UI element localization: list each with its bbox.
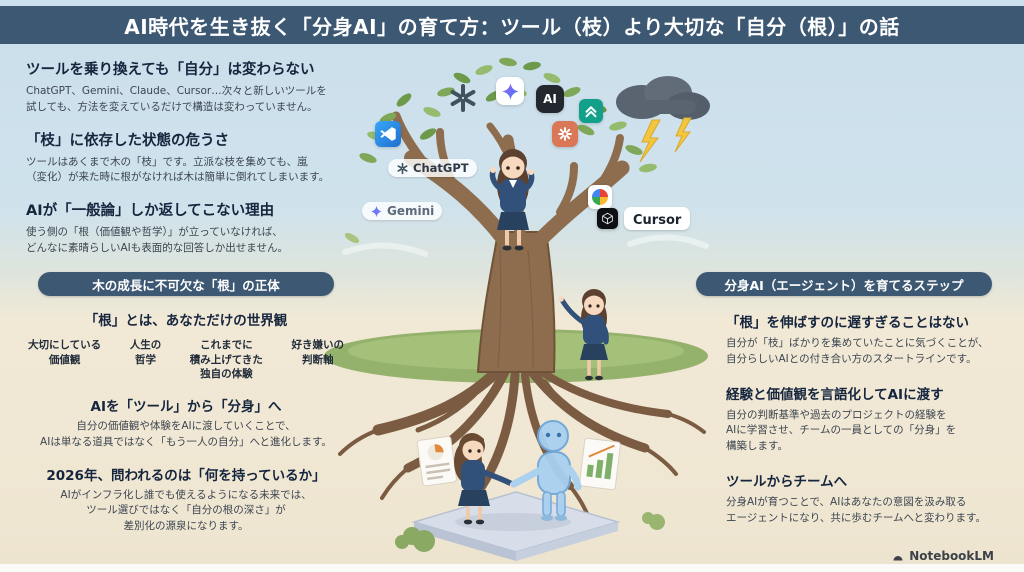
pie-chart-card: [416, 435, 458, 487]
sky-swirls: [342, 234, 709, 257]
section-branch-dependence: 「枝」に依存した状態の危うさ ツールはあくまで木の「枝」です。立派な枝を集めても…: [26, 129, 350, 187]
section-never-too-late: 「根」を伸ばすのに遅すぎることはない 自分が「枝」ばかりを集めていたことに気づく…: [696, 311, 994, 368]
section-body: 自分が「枝」ばかりを集めていたことに気づくことが、 自分らしいAIとの付き合い方…: [726, 337, 989, 365]
root-items: 大切にしている 価値観 人生の 哲学 これまでに 積み上げてきた 独自の体験 好…: [28, 338, 344, 382]
worldview-heading: 「根」とは、あなただけの世界観: [84, 313, 288, 329]
root-item-philosophy: 人生の 哲学: [129, 339, 162, 366]
pinwheel-icon: [588, 185, 612, 209]
roots-panel: 木の成長に不可欠な「根」の正体 「根」とは、あなただけの世界観 大切にしている …: [26, 272, 346, 535]
ai-badge-icon: AI: [536, 85, 564, 113]
watermark: NotebookLM: [892, 549, 994, 563]
section-body: ツールはあくまで木の「枝」です。立派な枝を集めても、嵐 （変化）が来た時に根がな…: [26, 155, 330, 184]
section-body: AIがインフラ化し誰でも使えるようになる未来では、 ツール選びではなく「自分の根…: [60, 488, 312, 533]
watermark-text: NotebookLM: [909, 549, 994, 563]
section-heading: ツールを乗り換えても「自分」は変わらない: [26, 62, 315, 78]
root-item-values: 大切にしている 価値観: [28, 339, 102, 366]
chatgpt-icon: [397, 162, 408, 174]
sparkle-icon: [496, 77, 524, 105]
bush-left: [395, 527, 435, 552]
ai-robot: [510, 420, 582, 521]
section-body: 分身AIが育つことで、AIはあなたの意図を汲み取る エージェントになり、共に歩む…: [726, 495, 986, 524]
section-2026: 2026年、問われるのは「何を持っているか」 AIがインフラ化し誰でも使えるよう…: [26, 464, 346, 535]
section-tools-dont-change-you: ツールを乗り換えても「自分」は変わらない ChatGPT、Gemini、Clau…: [26, 58, 350, 116]
steps-panel: 分身AI（エージェント）を育てるステップ 「根」を伸ばすのに遅すぎることはない …: [696, 272, 994, 526]
section-heading: 「根」を伸ばすのに遅すぎることはない: [726, 315, 969, 331]
bottom-band: [0, 564, 1024, 572]
section-heading: AIが「一般論」しか返してこない理由: [26, 203, 275, 219]
pointing-woman: [558, 289, 609, 381]
section-body: ChatGPT、Gemini、Claude、Cursor…次々と新しいツールを …: [26, 85, 327, 113]
root-item-experience: これまでに 積み上げてきた 独自の体験: [189, 339, 263, 381]
section-heading: ツールからチームへ: [726, 473, 848, 490]
roots-panel-pill: 木の成長に不可欠な「根」の正体: [38, 272, 334, 296]
cursor-icon: [597, 208, 618, 229]
left-column: ツールを乗り換えても「自分」は変わらない ChatGPT、Gemini、Clau…: [26, 58, 350, 270]
gemini-label: Gemini: [362, 202, 443, 220]
bush-right: [642, 512, 665, 530]
cursor-label: Cursor: [597, 207, 691, 230]
lightning-bolt: [639, 119, 661, 163]
page-title: AI時代を生き抜く「分身AI」の育て方：ツール（枝）より大切な「自分（根）」の話: [124, 14, 900, 39]
lightning-bolt: [674, 117, 692, 153]
root-item-judgment: 好き嫌いの 判断軸: [291, 339, 344, 366]
openai-icon: [447, 82, 479, 118]
gemini-icon: [370, 205, 383, 217]
platform: [411, 491, 621, 561]
section-heading: 「枝」に依存した状態の危うさ: [26, 132, 229, 149]
header-bar: AI時代を生き抜く「分身AI」の育て方：ツール（枝）より大切な「自分（根）」の話: [0, 6, 1024, 44]
section-tool-to-team: ツールからチームへ 分身AIが育つことで、AIはあなたの意図を汲み取る エージェ…: [696, 470, 994, 527]
handshake-woman: [454, 433, 517, 525]
section-heading: 2026年、問われるのは「何を持っているか」: [46, 467, 326, 484]
chevrons-icon: [579, 99, 603, 123]
woman-in-tree: [489, 149, 535, 251]
tree-roots: [338, 362, 706, 526]
chatgpt-label: ChatGPT: [388, 159, 477, 177]
ai-badge-text: AI: [543, 92, 557, 106]
claude-icon: [552, 121, 578, 147]
section-body: 自分の価値観や体験をAIに渡していくことで、 AIは単なる道具ではなく「もう一人…: [40, 420, 332, 448]
section-generic-answers: AIが「一般論」しか返してこない理由 使う側の「根（価値観や哲学）」が立っていな…: [26, 199, 350, 257]
bar-chart-card: [579, 437, 621, 491]
section-verbalize: 経験と価値観を言語化してAIに渡す 自分の判断基準や過去のプロジェクトの経験を …: [696, 383, 994, 455]
section-body: 自分の判断基準や過去のプロジェクトの経験を AIに学習させ、チームの一員としての…: [726, 408, 957, 453]
cursor-pill: Cursor: [624, 207, 691, 230]
notebooklm-icon: [893, 555, 903, 561]
section-heading: 経験と価値観を言語化してAIに渡す: [726, 386, 944, 403]
gemini-label-text: Gemini: [387, 204, 435, 218]
section-body: 使う側の「根（価値観や哲学）」が立っていなければ、 どんなに素晴らしいAIも表面…: [26, 226, 288, 254]
storm-cloud: [616, 76, 710, 163]
steps-panel-pill: 分身AI（エージェント）を育てるステップ: [696, 272, 992, 296]
section-tool-to-avatar: AIを「ツール」から「分身」へ 自分の価値観や体験をAIに渡していくことで、 A…: [26, 395, 346, 451]
cursor-label-text: Cursor: [633, 213, 682, 228]
section-heading: AIを「ツール」から「分身」へ: [90, 399, 282, 416]
chatgpt-label-text: ChatGPT: [413, 161, 469, 175]
vscode-icon: [375, 121, 401, 147]
